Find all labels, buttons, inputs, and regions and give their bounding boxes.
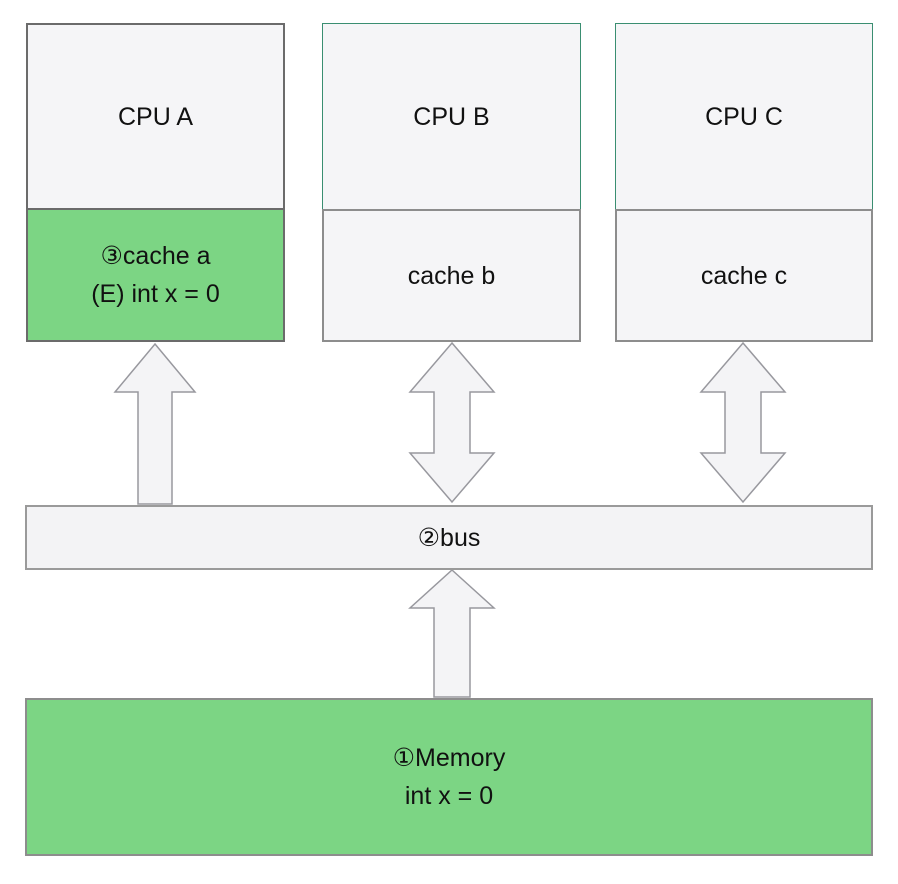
cache-c-box: cache c: [615, 209, 873, 342]
cpu-b-box: CPU B: [322, 23, 581, 210]
memory-label: ①Memory: [392, 744, 506, 772]
cpu-c-label: CPU C: [705, 102, 783, 131]
memory-box: ①Memory int x = 0: [25, 698, 873, 856]
bus-label: ②bus: [417, 523, 481, 552]
up-arrow-icon: [113, 342, 197, 505]
double-arrow-icon: [408, 341, 496, 504]
cpu-a-box: CPU A: [26, 23, 285, 210]
cpu-b-label: CPU B: [413, 102, 490, 131]
cache-b-label: cache b: [407, 261, 496, 290]
bus-box: ②bus: [25, 505, 873, 570]
double-arrow-icon: [699, 341, 787, 504]
cache-a-box: ③cache a (E) int x = 0: [26, 208, 285, 342]
up-arrow-icon: [408, 568, 496, 698]
memory-value: int x = 0: [404, 782, 494, 810]
cache-a-value: (E) int x = 0: [91, 280, 220, 308]
cache-b-box: cache b: [322, 209, 581, 342]
cache-a-label: ③cache a: [100, 242, 211, 270]
cpu-a-label: CPU A: [117, 102, 194, 131]
cache-c-label: cache c: [700, 261, 788, 290]
cpu-c-box: CPU C: [615, 23, 873, 210]
